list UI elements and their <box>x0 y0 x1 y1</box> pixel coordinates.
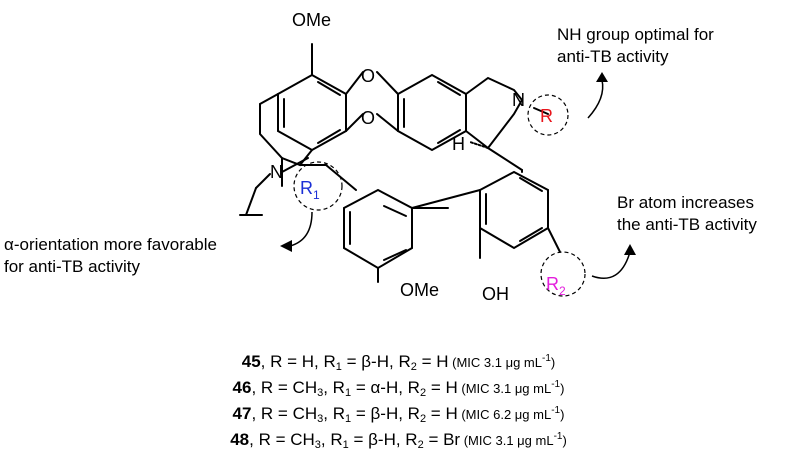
oxygen-upper-label: O <box>361 66 375 86</box>
mic-value: (MIC 3.1 μg mL-1) <box>460 431 567 448</box>
annotation-arrows <box>280 72 636 279</box>
h-label: H <box>452 134 465 154</box>
ring-left-bottom <box>343 188 413 270</box>
ring-right-bottom <box>479 170 549 250</box>
oxygen-lower-label: O <box>361 108 375 128</box>
r2-circle <box>540 251 586 297</box>
nh-annotation-line-2: anti-TB activity <box>557 47 669 66</box>
n-right-label: N <box>512 90 525 110</box>
nh-annotation: NH group optimal for anti-TB activity <box>557 24 714 68</box>
mic-value: (MIC 6.2 μg mL-1) <box>457 405 565 422</box>
r-label: R <box>540 106 553 126</box>
br-annotation: Br atom increases the anti-TB activity <box>617 192 757 236</box>
r1-label: R1 <box>300 178 320 202</box>
n-left-label: N <box>270 162 283 182</box>
br-annotation-line-1: Br atom increases <box>617 193 754 212</box>
oh-label: OH <box>482 284 509 304</box>
compound-number: 45 <box>241 352 261 371</box>
compound-number: 46 <box>232 378 252 397</box>
compound-row-47: 47, R = CH3, R1 = β-H, R2 = H (MIC 6.2 μ… <box>232 404 565 425</box>
arrow-br <box>591 251 631 279</box>
ring-right-thiq <box>465 76 523 101</box>
ome-top-label: OMe <box>292 10 331 30</box>
ring-left-top <box>277 73 347 152</box>
ring-left-thiq <box>259 93 313 167</box>
nh-annotation-line-1: NH group optimal for <box>557 25 714 44</box>
structure-bonds <box>239 43 561 283</box>
alpha-annotation-line-2: for anti-TB activity <box>4 257 141 276</box>
arrow-nh <box>587 79 604 119</box>
compound-row-48: 48, R = CH3, R1 = β-H, R2 = Br (MIC 3.1 … <box>230 430 567 451</box>
compound-number: 48 <box>230 430 250 449</box>
mic-value: (MIC 3.1 μg mL-1) <box>448 353 556 370</box>
alpha-annotation-line-1: α-orientation more favorable <box>4 235 217 254</box>
ome-bottom-label: OMe <box>400 280 439 300</box>
alpha-annotation: α-orientation more favorable for anti-TB… <box>4 234 217 278</box>
r2-label: R2 <box>546 274 566 298</box>
r-circle <box>527 94 569 136</box>
compound-row-46: 46, R = CH3, R1 = α-H, R2 = H (MIC 3.1 μ… <box>232 378 565 399</box>
br-annotation-line-2: the anti-TB activity <box>617 215 757 234</box>
arrow-alpha <box>289 211 313 247</box>
compound-row-45: 45, R = H, R1 = β-H, R2 = H (MIC 3.1 μg … <box>241 352 556 373</box>
r1-circle <box>293 161 343 211</box>
highlight-circles <box>293 94 586 297</box>
compound-number: 47 <box>232 404 252 423</box>
mic-value: (MIC 3.1 μg mL-1) <box>457 379 565 396</box>
